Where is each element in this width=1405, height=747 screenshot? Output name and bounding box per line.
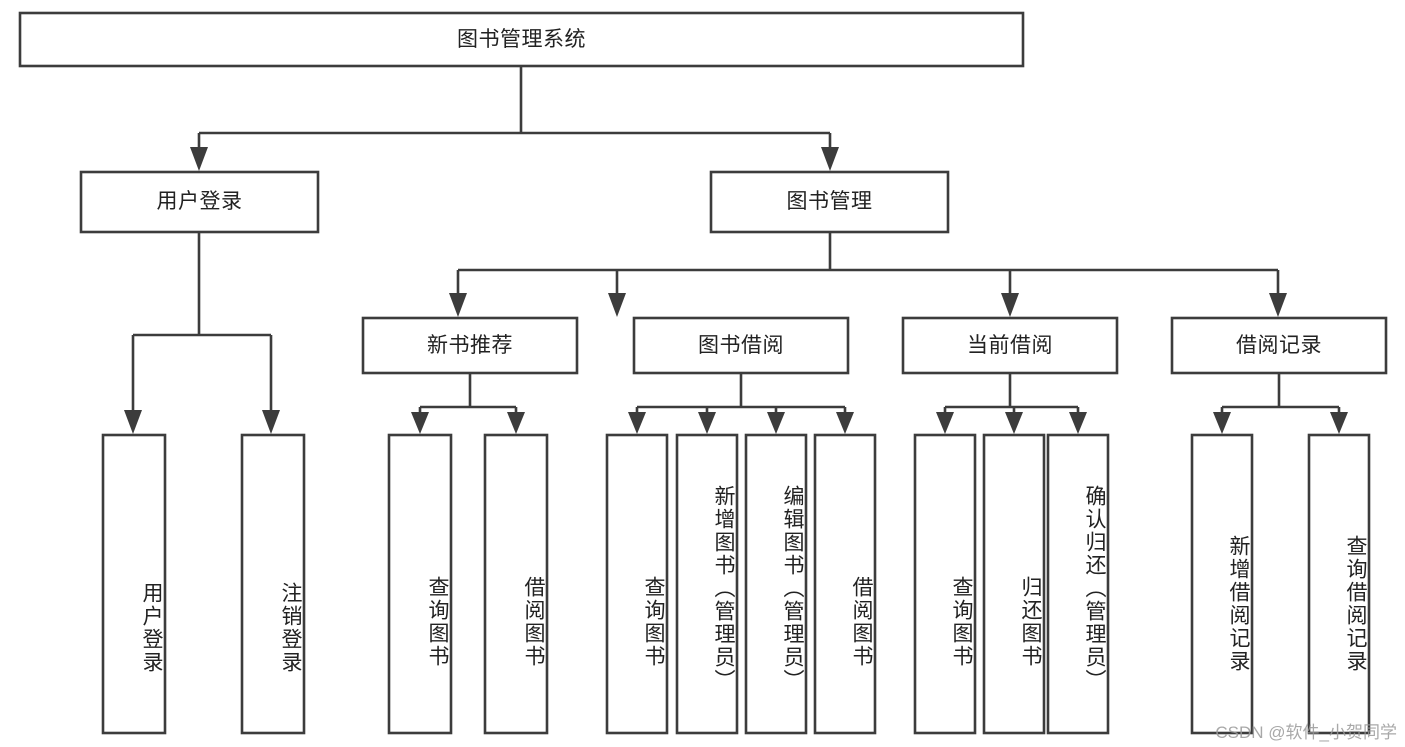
node-box-book-borrow[interactable] [632,316,850,375]
arrow-head-to-borrow-record [1269,293,1287,317]
arrow-head-to-leaf-0 [124,410,142,434]
node-box-leaf-7[interactable] [813,433,877,735]
arrow-head-to-leaf-6 [767,412,785,434]
arrow-head-to-leaf-11 [1213,412,1231,434]
node-box-leaf-4[interactable] [605,433,669,735]
arrow-head-to-leaf-8 [936,412,954,434]
node-box-leaf-10[interactable] [1046,433,1110,735]
connector-new-book-recommend-to-leaves [411,373,525,434]
node-box-leaf-3[interactable] [483,433,549,735]
node-box-new-book-recommend[interactable] [361,316,579,375]
node-box-leaf-6[interactable] [744,433,808,735]
node-box-book-management[interactable] [709,170,950,234]
node-box-leaf-1[interactable] [240,433,306,735]
arrow-head-to-new-book-recommend [449,293,467,317]
node-box-leaf-5[interactable] [675,433,739,735]
node-box-borrow-record[interactable] [1170,316,1388,375]
node-box-leaf-9[interactable] [982,433,1046,735]
node-box-leaf-2[interactable] [387,433,453,735]
node-box-user-login[interactable] [79,170,320,234]
connector-borrow-record-to-leaves [1213,373,1348,434]
arrow-head-to-leaf-7 [836,412,854,434]
connector-user-login-to-leaves [124,232,280,434]
arrow-head-to-current-borrow [1001,293,1019,317]
node-box-root[interactable] [18,11,1025,68]
connector-current-borrow-to-leaves [936,373,1087,434]
node-box-leaf-11[interactable] [1190,433,1254,735]
node-box-current-borrow[interactable] [901,316,1119,375]
arrow-head-to-leaf-10 [1069,412,1087,434]
arrow-head-to-book-borrow [608,293,626,317]
node-box-leaf-8[interactable] [913,433,977,735]
arrow-head-to-user-login [190,147,208,171]
arrow-head-to-leaf-3 [507,412,525,434]
node-box-leaf-12[interactable] [1307,433,1371,735]
connector-root-to-level1 [190,66,839,171]
arrow-head-to-book-management [821,147,839,171]
arrow-head-to-leaf-5 [698,412,716,434]
arrow-head-to-leaf-12 [1330,412,1348,434]
arrow-head-to-leaf-1 [262,410,280,434]
connector-book-management-to-level2 [449,232,1287,317]
arrow-head-to-leaf-9 [1005,412,1023,434]
arrow-head-to-leaf-2 [411,412,429,434]
node-box-leaf-0[interactable] [101,433,167,735]
connector-book-borrow-to-leaves [628,373,854,434]
arrow-head-to-leaf-4 [628,412,646,434]
